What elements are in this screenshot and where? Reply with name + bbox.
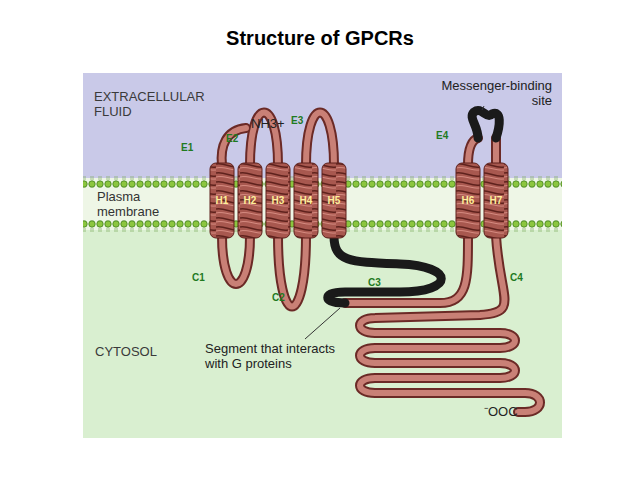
helix-label: H2	[244, 195, 257, 206]
helix: H6	[456, 163, 480, 238]
helix: H7	[484, 163, 508, 238]
helix-label: H1	[216, 195, 229, 206]
leader-line	[305, 308, 340, 339]
helix: H5	[322, 163, 346, 238]
helices	[210, 163, 508, 238]
messenger-binding-site	[472, 110, 499, 138]
label: EXTRACELLULAR FLUID	[94, 89, 214, 119]
helix-label: H6	[462, 195, 475, 206]
label: C2	[272, 292, 285, 304]
helix: H3	[266, 163, 290, 238]
helix-label: H7	[490, 195, 503, 206]
label: C3	[368, 277, 381, 289]
label: C1	[192, 272, 205, 284]
cytosol-region	[83, 230, 562, 438]
label: E2	[226, 133, 238, 145]
label: Plasma membrane	[95, 189, 179, 219]
label: Messenger-binding site	[440, 78, 552, 108]
label: Segment that interacts with G proteins	[205, 341, 340, 371]
helix: H2	[238, 163, 262, 238]
g-protein-segment	[328, 236, 442, 303]
helix: H1	[210, 163, 234, 238]
extracellular-region	[83, 73, 562, 178]
label: C4	[510, 272, 523, 284]
leader-line	[482, 106, 484, 110]
helix: H4	[294, 163, 318, 238]
helix-label: H5	[328, 195, 341, 206]
label: E3	[291, 115, 303, 127]
label: CYTOSOL	[95, 344, 157, 359]
label: NH3+	[251, 116, 285, 131]
helix-label: H4	[300, 195, 313, 206]
label: E4	[436, 130, 448, 142]
title: Structure of GPCRs	[0, 26, 640, 50]
label: E1	[181, 142, 193, 154]
helix-label: H3	[272, 195, 285, 206]
label: ⁻OOC	[484, 404, 518, 419]
